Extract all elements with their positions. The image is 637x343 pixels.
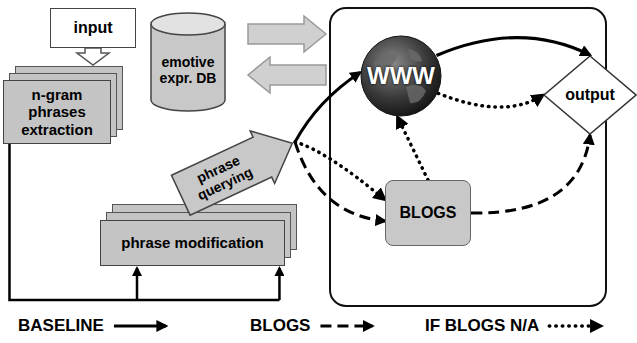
legend-sample [320, 325, 372, 328]
node-label: BLOGS [400, 204, 457, 222]
legend-sample [114, 325, 166, 328]
node-label: n-gram phrases extraction [10, 86, 104, 138]
connector [295, 142, 385, 200]
connector [295, 142, 385, 221]
legend-label: IF BLOGS N/A [425, 316, 539, 336]
connector [295, 72, 360, 142]
connector [248, 57, 326, 93]
process-box: BLOGS [385, 180, 471, 246]
node-label: emotive expr. DB [150, 54, 226, 86]
connector [397, 117, 428, 180]
connector [471, 135, 590, 213]
globe-node: WWW [360, 35, 442, 117]
node-label: output [565, 86, 615, 104]
output-diamond: output [543, 55, 637, 135]
node-label: input [73, 19, 112, 37]
legend-sample [549, 324, 601, 328]
input-box: input [50, 8, 136, 48]
connector [248, 16, 326, 52]
connector [437, 38, 590, 56]
legend-label: BLOGS [250, 316, 310, 336]
connector [438, 93, 543, 107]
legend-label: BASELINE [18, 316, 104, 336]
web-region [330, 8, 606, 306]
document-stack: n-gram phrases extraction [3, 80, 111, 144]
node-label: WWW [367, 62, 435, 90]
document-stack: phrase modification [100, 220, 285, 266]
connector [77, 48, 109, 65]
node-label: phrase modification [121, 234, 264, 251]
database-cylinder: emotive expr. DB [150, 12, 226, 112]
